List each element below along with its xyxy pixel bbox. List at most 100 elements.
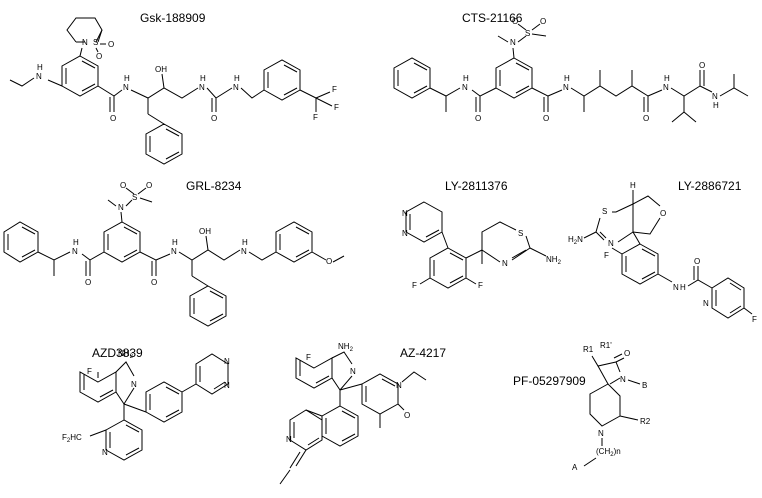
atom-n: N <box>171 247 177 256</box>
atom-s: S <box>132 193 137 202</box>
atom-o: O <box>543 114 549 123</box>
atom-oh: OH <box>199 227 211 236</box>
atom-f: F <box>334 103 339 112</box>
compound-title: Gsk-188909 <box>140 11 206 25</box>
atom-h: H <box>73 238 79 247</box>
atom-n: N <box>224 381 230 390</box>
atom-nh2: NH2 <box>118 349 134 360</box>
lactam-ring <box>591 353 625 385</box>
compound-title: GRL-8234 <box>186 179 242 193</box>
atom-n: N <box>286 435 292 444</box>
thiazinane-ring <box>66 17 103 43</box>
atom-h: H <box>234 74 240 83</box>
thiazine-ring <box>595 203 634 243</box>
atom-s: S <box>93 38 98 47</box>
atom-h: H <box>630 181 636 190</box>
atom-h2n: H2N <box>568 235 583 246</box>
isoindole-ring <box>115 361 135 405</box>
atom-f: F <box>87 367 92 376</box>
atom-b: B <box>642 381 647 390</box>
atom-n: N <box>82 38 88 47</box>
atom-o: O <box>110 114 116 123</box>
atom-o: O <box>694 257 700 266</box>
pyridine-ring <box>711 277 745 319</box>
compound-ly-2811376: LY-2811376 N N F F S N NH2 <box>402 179 562 290</box>
thiazine-ring <box>481 221 531 263</box>
atom-n: N <box>462 83 468 92</box>
benzene-ring <box>263 59 301 101</box>
atom-s: S <box>518 229 523 238</box>
atom-n: N <box>118 203 124 212</box>
compound-azd3839: AZD3839 F NH2 N N N <box>62 346 230 461</box>
atom-f: F <box>306 353 311 362</box>
benzene-ring <box>621 243 659 285</box>
isoindole-ring <box>331 351 353 391</box>
atom-f2hc: F2HC <box>62 433 82 444</box>
atom-n: N <box>36 72 42 81</box>
compound-az-4217: AZ-4217 NH2 F N N O <box>279 342 446 485</box>
atom-r1: R1 <box>583 345 594 354</box>
benzene-ring <box>393 57 431 99</box>
atom-h: H <box>37 63 43 72</box>
atom-f: F <box>332 85 337 94</box>
atom-oh: OH <box>155 65 167 74</box>
atom-h: H <box>124 74 130 83</box>
atom-n: N <box>673 283 679 292</box>
compound-title: CTS-21166 <box>462 11 523 25</box>
benzene-ring <box>275 221 313 263</box>
atom-s: S <box>525 29 530 38</box>
atom-o: O <box>404 411 410 420</box>
atom-o: O <box>540 17 546 26</box>
atom-n: N <box>233 83 239 92</box>
atom-n: N <box>224 357 230 366</box>
atom-n: N <box>350 367 356 376</box>
benzene-ring <box>145 381 183 423</box>
atom-h: H <box>664 74 670 83</box>
atom-n: N <box>102 448 108 457</box>
pyrimidine-ring <box>405 201 443 243</box>
atom-o: O <box>512 17 518 26</box>
compound-title: PF-05297909 <box>513 374 586 388</box>
atom-o: O <box>211 114 217 123</box>
benzene-ring <box>429 247 467 289</box>
atom-nh2: NH2 <box>546 255 562 266</box>
atom-n: N <box>199 83 205 92</box>
compound-title: LY-2886721 <box>678 179 742 193</box>
pyridine-ring <box>289 409 323 451</box>
atom-f: F <box>478 281 483 290</box>
atom-o: O <box>146 181 152 190</box>
pyrimidine-ring <box>195 353 229 395</box>
benzene-ring <box>495 57 533 99</box>
atom-n: N <box>502 259 508 268</box>
atom-n: N <box>712 92 718 101</box>
benzene-ring <box>103 221 141 263</box>
piperidine-ring <box>589 383 621 427</box>
atom-n: N <box>598 429 604 438</box>
atom-chain: (CH2)n <box>596 447 621 458</box>
atom-n: N <box>402 209 408 218</box>
atom-n: N <box>620 375 626 384</box>
atom-o: O <box>660 209 666 218</box>
atom-f: F <box>604 251 609 260</box>
atom-o: O <box>699 61 705 70</box>
atom-a: A <box>572 463 578 472</box>
benzene-ring <box>145 123 183 165</box>
atom-n: N <box>563 83 569 92</box>
benzene-ring <box>3 221 39 263</box>
atom-o: O <box>96 52 102 61</box>
atom-h: H <box>242 238 248 247</box>
compound-title: AZ-4217 <box>400 346 446 360</box>
atom-n: N <box>131 380 137 389</box>
atom-n: N <box>123 83 129 92</box>
atom-o: O <box>643 114 649 123</box>
atom-n: N <box>703 299 709 308</box>
compound-grl-8234: GRL-8234 N S O O O N H O <box>3 179 345 327</box>
atom-n: N <box>241 247 247 256</box>
benzene-ring <box>61 47 99 97</box>
compound-cts-21166: CTS-21166 N S O O O N H <box>393 11 749 123</box>
atom-o: O <box>326 257 332 266</box>
atom-h: H <box>564 74 570 83</box>
atom-f: F <box>752 315 757 324</box>
atom-f: F <box>313 113 318 122</box>
pyridine-ring <box>105 419 143 461</box>
